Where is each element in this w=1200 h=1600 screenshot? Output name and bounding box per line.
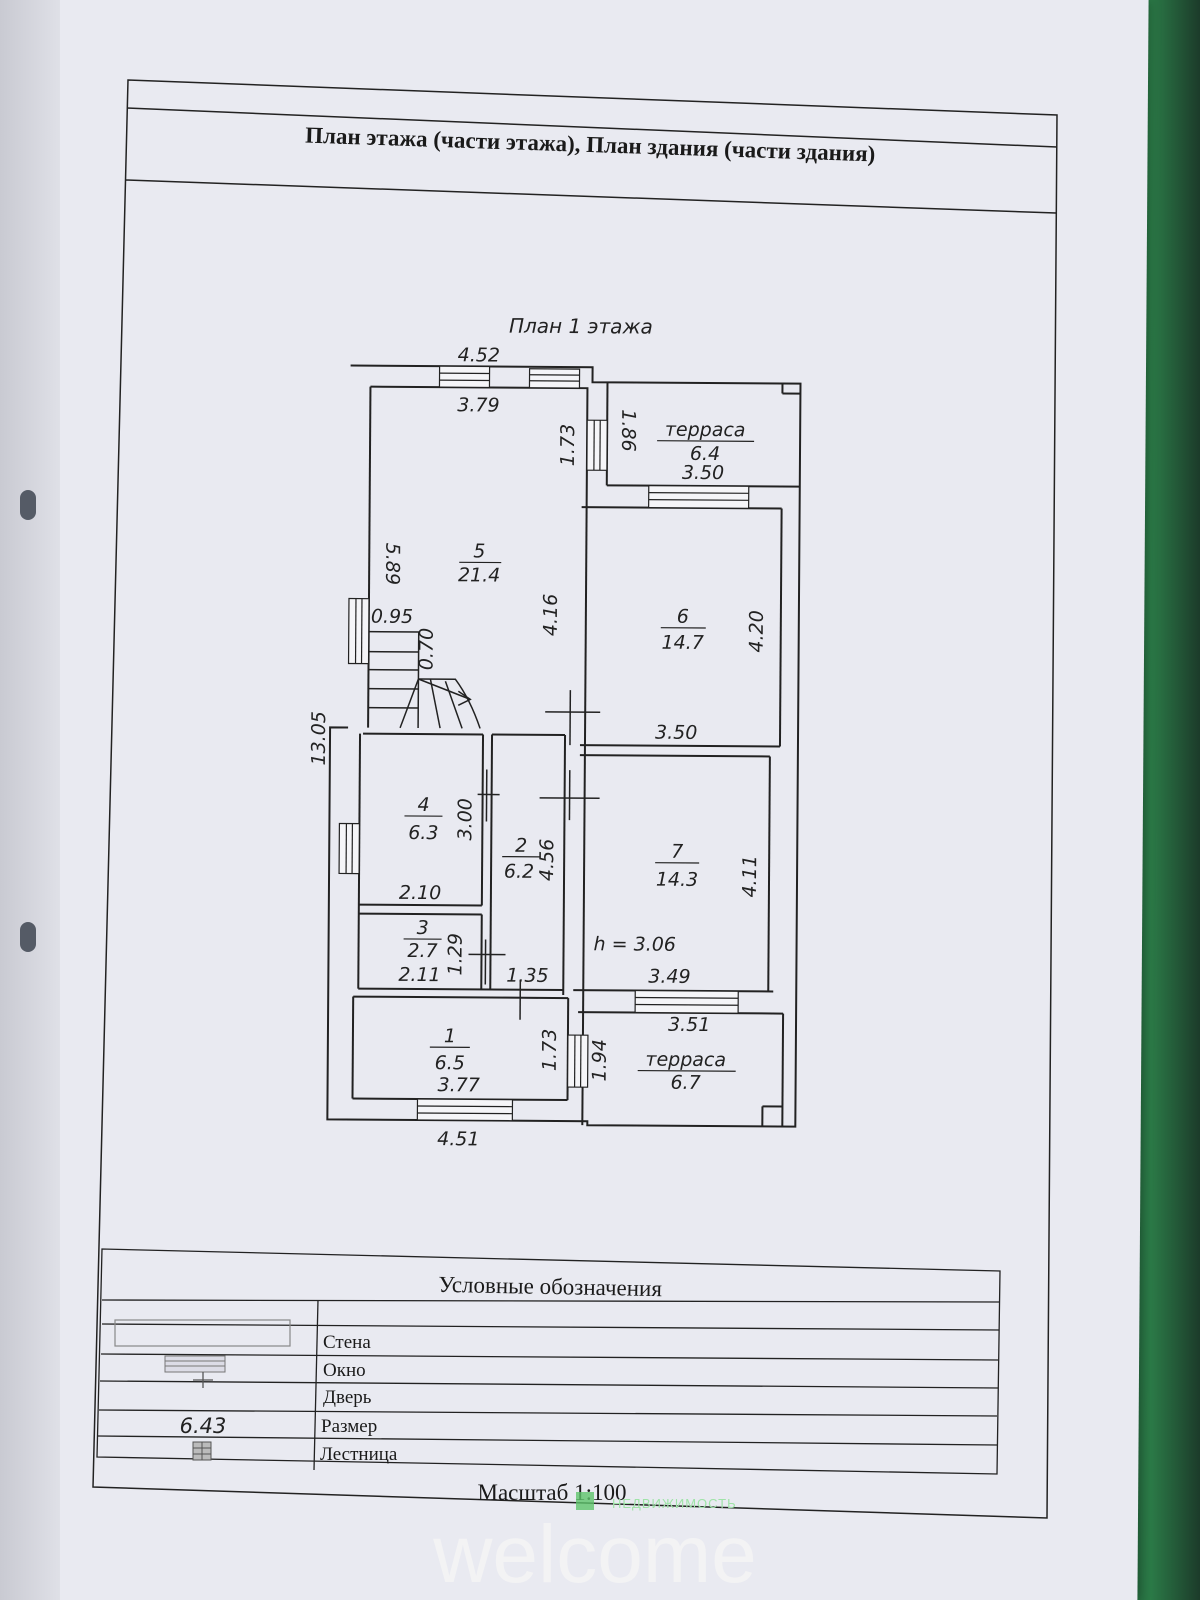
binder-ring-icon: [20, 922, 36, 952]
dim-left-total: 13.05: [308, 711, 330, 766]
watermark-subtitle: НЕДВИЖИМОСТЬ: [612, 1496, 737, 1511]
window-icon: [648, 485, 750, 509]
room-4: 4 6.3: [404, 794, 443, 844]
room-5: 5 21.4: [458, 540, 502, 587]
room-area: 6.5: [435, 1052, 465, 1074]
dim-top-total: 4.52: [458, 344, 500, 366]
dim-r2-bottom: 1.35: [506, 965, 548, 987]
legend-label-dimension: Размер: [321, 1416, 377, 1437]
room-7: 7 14.3: [655, 841, 700, 891]
room-number: 3: [417, 917, 429, 939]
legend-label-staircase: Лестница: [320, 1444, 398, 1465]
room-area: 14.3: [656, 869, 698, 891]
floor-plan: План 1 этажа: [308, 314, 802, 1150]
window-icon: [347, 597, 370, 665]
dim-height: h = 3.06: [593, 933, 676, 956]
dim-stair-w: 0.95: [371, 606, 413, 628]
dimension-sample: 6.43: [180, 1414, 227, 1438]
room-number: 1: [444, 1025, 456, 1047]
dim-stair-d: 0.70: [415, 628, 437, 670]
room-area: 6.2: [504, 861, 534, 883]
scale-label: Масштаб 1:100: [478, 1480, 627, 1505]
dim-r6-right: 4.20: [746, 610, 768, 652]
room-3: 3 2.7: [403, 917, 442, 962]
dim-top-inner: 3.79: [457, 394, 499, 416]
room-number: терраса: [665, 419, 746, 442]
dim-door-b: 1.86: [617, 409, 639, 451]
dim-r6-bottom: 3.50: [655, 722, 697, 744]
door-sample-icon: [193, 1372, 213, 1388]
watermark-logo-icon: [576, 1492, 594, 1510]
dim-r1-bottom: 3.77: [438, 1074, 480, 1096]
dim-t2-door: 1.94: [589, 1039, 611, 1081]
dim-r4-bottom: 2.10: [399, 882, 441, 904]
legend-label-door: Дверь: [323, 1387, 372, 1408]
stair-sample-icon: [192, 1441, 212, 1461]
dim-door-a: 1.73: [557, 424, 579, 466]
legend-title: Условные обозначения: [438, 1272, 663, 1301]
room-1: 1 6.5: [429, 1025, 470, 1074]
dim-t1-bottom: 3.50: [682, 462, 724, 484]
door-opening: [566, 1034, 589, 1088]
windows: [338, 365, 750, 1122]
binder-ring-icon: [20, 490, 36, 520]
door-marks: [468, 690, 601, 1020]
dimensions: 4.52 3.79 5.89 13.05 0.95 0.70 4.16 1.73…: [308, 344, 768, 1150]
plan-title: План 1 этажа: [509, 314, 653, 339]
dim-r7-right: 4.11: [739, 855, 761, 897]
dim-bottom-total: 4.51: [437, 1128, 479, 1150]
window-icon: [528, 368, 581, 389]
room-number: 6: [677, 606, 689, 628]
watermark: НЕДВИЖИМОСТЬ welcome: [432, 1492, 757, 1600]
page-title: План этажа (части этажа), План здания (ч…: [305, 123, 876, 167]
wall-sample-icon: [114, 1319, 291, 1347]
room-labels: 5 21.4 6 14.7 4 6.3 2 6.2 7: [403, 419, 755, 1094]
room-number: 7: [671, 841, 683, 863]
document-frame: [92, 79, 1058, 1519]
dim-r7-bottom: 3.49: [648, 966, 690, 988]
dim-r4-right: 3.00: [454, 798, 476, 840]
staircase: [368, 630, 481, 729]
window-sample-icon: [164, 1355, 226, 1373]
room-area: 6.3: [408, 822, 438, 844]
dim-r3-right: 1.29: [444, 933, 466, 975]
dim-r3-bottom: 2.11: [398, 964, 440, 986]
door-opening: [586, 419, 608, 471]
legend-table: Условные обозначения 6.43 Стена Окно Две…: [96, 1248, 1001, 1475]
dim-t2-top: 3.51: [668, 1014, 710, 1036]
room-number: 4: [417, 794, 429, 816]
dim-r5-right: 4.16: [540, 594, 562, 636]
binder-left-page: [0, 0, 60, 1600]
room-area: 14.7: [661, 632, 703, 654]
dim-r2-right: 4.56: [536, 839, 558, 881]
room-2: 2 6.2: [502, 835, 541, 883]
room-number: терраса: [645, 1049, 726, 1072]
terrace-1: терраса 6.4: [657, 419, 755, 465]
room-number: 5: [473, 540, 485, 562]
window-icon: [338, 822, 361, 875]
room-6: 6 14.7: [660, 606, 706, 654]
dim-left-upper: 5.89: [381, 543, 403, 585]
window-icon: [634, 989, 739, 1014]
legend-label-wall: Стена: [323, 1332, 371, 1353]
dim-r1-right: 1.73: [539, 1029, 561, 1071]
legend-label-window: Окно: [323, 1360, 366, 1381]
terrace-2: терраса 6.7: [637, 1049, 736, 1094]
room-area: 6.7: [670, 1072, 700, 1094]
room-number: 2: [515, 835, 527, 857]
room-area: 6.4: [690, 443, 720, 465]
window-icon: [438, 365, 491, 389]
window-icon: [416, 1098, 514, 1122]
watermark-text: welcome: [432, 1509, 757, 1600]
room-area: 21.4: [458, 564, 500, 586]
room-area: 2.7: [407, 940, 437, 962]
